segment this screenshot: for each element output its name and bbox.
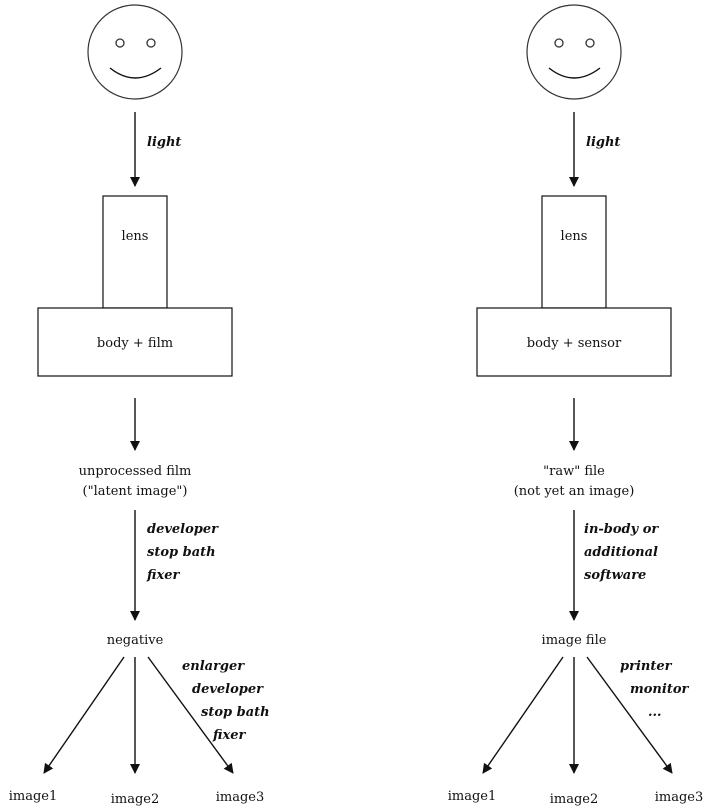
branch-step-ellipsis: ... [648, 705, 662, 720]
light-label: light [586, 135, 620, 150]
negative-label: negative [107, 633, 164, 648]
digital-column: light lens body + sensor "raw" file (not… [448, 4, 704, 807]
branch-step-fixer: fixer [212, 728, 246, 743]
light-label: light [147, 135, 181, 150]
process-step-software: software [584, 568, 646, 583]
body-sensor-label: body + sensor [527, 336, 622, 351]
process-step-fixer: fixer [146, 568, 180, 583]
branch-step-developer: developer [192, 682, 264, 697]
process-step-additional: additional [584, 545, 658, 560]
output-arrow-3 [147, 656, 234, 774]
output-image3-label: image3 [216, 790, 265, 805]
output-image2-label: image2 [111, 792, 160, 807]
output-arrow-1 [43, 656, 125, 774]
output-arrow-3 [586, 656, 673, 774]
unprocessed-film-label: unprocessed film [79, 464, 192, 479]
process-step-stop-bath: stop bath [147, 545, 216, 560]
output-image3-label: image3 [655, 790, 704, 805]
film-column: light lens body + film unprocessed film … [9, 4, 270, 807]
branch-step-monitor: monitor [630, 682, 689, 697]
process-step-developer: developer [147, 522, 219, 537]
smiley-face-icon [87, 4, 183, 100]
lens-label: lens [561, 229, 588, 244]
not-yet-image-label: (not yet an image) [514, 484, 635, 499]
body-film-label: body + film [97, 336, 173, 351]
process-step-in-body: in-body or [584, 522, 659, 537]
lens-box [541, 195, 607, 309]
lens-box [102, 195, 168, 309]
latent-image-label: ("latent image") [83, 484, 188, 499]
body-sensor-box [476, 307, 672, 377]
output-image1-label: image1 [448, 789, 497, 804]
smiley-face-icon [526, 4, 622, 100]
output-image1-label: image1 [9, 789, 58, 804]
body-film-box [37, 307, 233, 377]
branch-step-stop-bath: stop bath [201, 705, 270, 720]
image-file-label: image file [542, 633, 607, 648]
lens-label: lens [122, 229, 149, 244]
output-arrow-1 [482, 656, 564, 774]
output-image2-label: image2 [550, 792, 599, 807]
raw-file-label: "raw" file [543, 464, 605, 479]
branch-step-enlarger: enlarger [182, 659, 245, 674]
branch-step-printer: printer [620, 659, 673, 674]
